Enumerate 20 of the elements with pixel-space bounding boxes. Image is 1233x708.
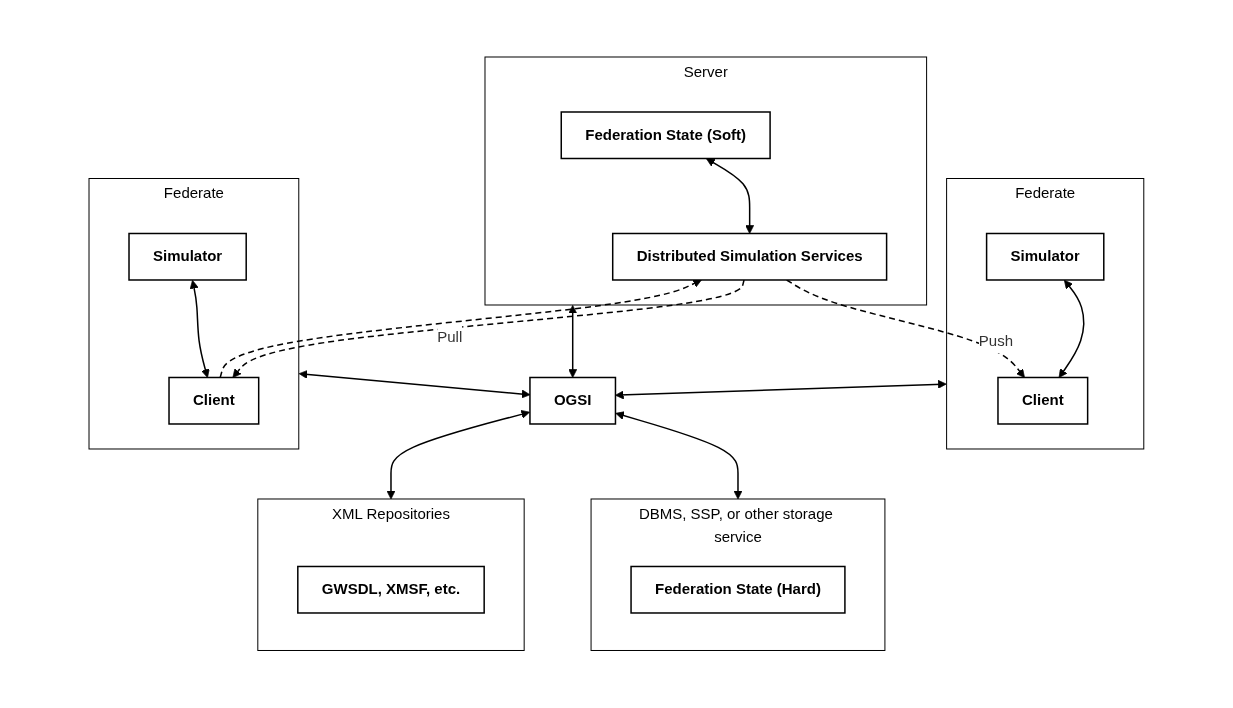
arrow <box>298 370 531 399</box>
node-box: GWSDL, XMSF, etc. <box>297 566 485 614</box>
node-box: Client <box>168 377 260 425</box>
node-box: Distributed Simulation Services <box>612 233 888 281</box>
node-box: Simulator <box>128 233 248 281</box>
edge-label: Pull <box>437 328 463 346</box>
node-box: Client <box>997 377 1089 425</box>
node-box: OGSI <box>529 377 617 425</box>
edge-label: Push <box>978 332 1014 350</box>
arrow <box>706 158 755 235</box>
arrow <box>615 411 743 500</box>
arrow <box>615 380 947 400</box>
node-box: Federation State (Soft) <box>560 111 771 160</box>
arrow <box>386 410 531 500</box>
node-box: Simulator <box>985 233 1105 281</box>
node-box: Federation State (Hard) <box>630 566 846 614</box>
arrow <box>189 280 210 379</box>
arrow <box>568 305 578 379</box>
arrow <box>786 279 1025 379</box>
arrow <box>1058 280 1085 379</box>
